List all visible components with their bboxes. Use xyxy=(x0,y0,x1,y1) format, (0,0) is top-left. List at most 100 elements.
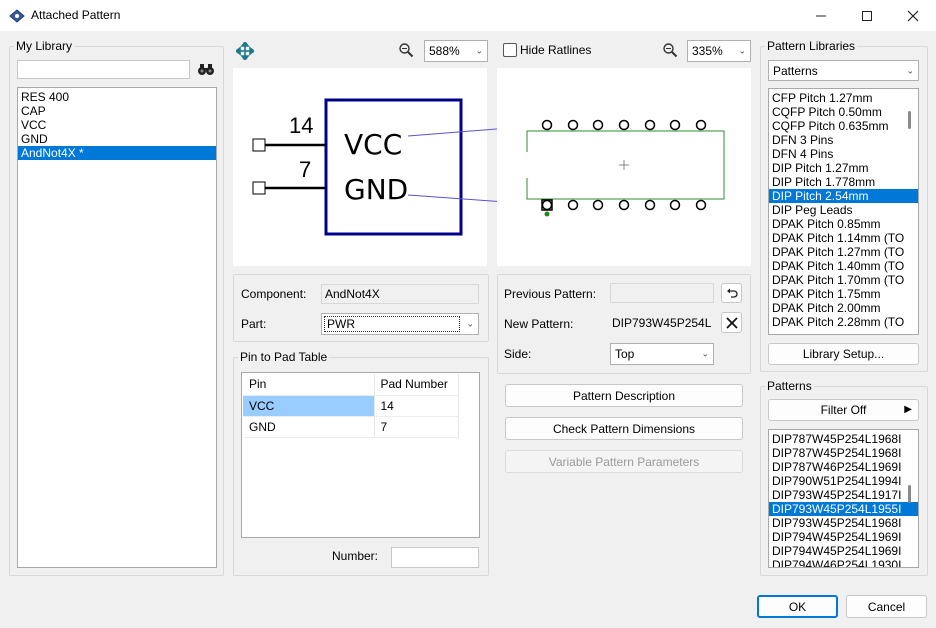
pattern-library-item[interactable]: DIP Pitch 1.778mm xyxy=(772,175,876,189)
ok-button[interactable]: OK xyxy=(757,595,838,618)
hide-ratlines-checkbox[interactable] xyxy=(503,43,517,57)
number-input[interactable] xyxy=(391,547,479,568)
pattern-library-item[interactable]: CFP Pitch 1.27mm xyxy=(772,91,873,105)
chevron-down-icon: ⌄ xyxy=(738,45,746,56)
component-value: AndNot4X xyxy=(325,287,380,301)
my-library-group xyxy=(9,46,224,576)
chevron-down-icon: ⌄ xyxy=(475,45,483,56)
clear-new-pattern-button[interactable] xyxy=(721,312,742,333)
pad-group xyxy=(541,119,707,211)
previous-pattern-field xyxy=(610,283,714,303)
pattern-library-item[interactable]: DPAK Pitch 1.40mm (TO xyxy=(772,259,905,273)
pattern-library-item[interactable]: DPAK Pitch 1.70mm (TO xyxy=(772,273,905,287)
pad-1-square xyxy=(541,199,553,211)
pattern-item[interactable]: DIP794W46P254L1930I xyxy=(772,558,902,568)
pattern-item[interactable]: DIP793W45P254L1917I xyxy=(772,488,902,502)
pattern-zoom-select[interactable]: 335% ⌄ xyxy=(687,40,751,62)
pattern-item[interactable]: DIP793W45P254L1968I xyxy=(772,516,902,530)
pattern-library-item[interactable]: DIP Pitch 2.54mm xyxy=(769,189,918,203)
pad xyxy=(567,119,579,131)
pattern-library-item[interactable]: DIP Peg Leads xyxy=(772,203,853,217)
pattern-item[interactable]: DIP794W45P254L1969I xyxy=(772,544,902,558)
column-header[interactable]: Pad Number xyxy=(374,374,459,396)
chevron-down-icon: ⌄ xyxy=(466,318,474,329)
side-select[interactable]: Top ⌄ xyxy=(610,343,714,365)
my-library-item[interactable]: CAP xyxy=(21,104,46,118)
part-select[interactable]: PWR ⌄ xyxy=(321,313,479,335)
move-icon xyxy=(234,40,256,62)
pad xyxy=(695,119,707,131)
restore-previous-button[interactable] xyxy=(721,283,742,303)
variable-pattern-parameters-button[interactable]: Variable Pattern Parameters xyxy=(505,450,743,473)
pad xyxy=(541,119,553,131)
my-library-item[interactable]: VCC xyxy=(21,118,47,132)
library-setup-button[interactable]: Library Setup... xyxy=(768,343,919,365)
pad xyxy=(618,119,630,131)
find-button[interactable] xyxy=(196,61,216,78)
pin-end-vcc xyxy=(252,138,266,152)
pad-number-cell[interactable]: 7 xyxy=(374,416,459,438)
pattern-library-item[interactable]: CQFP Pitch 0.635mm xyxy=(772,119,889,133)
pattern-item[interactable]: DIP790W51P254L1994I xyxy=(772,474,902,488)
cancel-button[interactable]: Cancel xyxy=(846,595,927,618)
pattern-library-item[interactable]: DIP Pitch 1.27mm xyxy=(772,161,869,175)
pad xyxy=(669,199,681,211)
maximize-button[interactable] xyxy=(844,0,890,31)
pattern-libraries-scrollbar[interactable] xyxy=(908,111,911,129)
pad xyxy=(592,199,604,211)
schematic-canvas[interactable]: 14 7 VCC GND xyxy=(233,68,487,266)
pin-cell[interactable]: VCC xyxy=(243,395,375,417)
pan-button[interactable] xyxy=(234,40,256,62)
schematic-zoom-value: 588% xyxy=(429,44,460,58)
pattern-item[interactable]: DIP793W45P254L1955I xyxy=(769,502,918,516)
my-library-item[interactable]: GND xyxy=(21,132,48,146)
schematic-zoom-icon xyxy=(398,42,414,61)
filter-button[interactable]: Filter Off ▶ xyxy=(768,399,919,421)
pattern-item[interactable]: DIP787W45P254L1968I xyxy=(772,446,902,460)
column-header[interactable]: Pin xyxy=(243,374,375,396)
pattern-libraries-select[interactable]: Patterns ⌄ xyxy=(768,60,919,81)
minimize-button[interactable] xyxy=(798,0,844,31)
pin-end-gnd xyxy=(252,181,266,195)
schematic-zoom-select[interactable]: 588% ⌄ xyxy=(424,40,488,62)
pattern-library-item[interactable]: DPAK Pitch 0.85mm xyxy=(772,217,881,231)
pattern-library-item[interactable]: DPAK Pitch 2.28mm (TO xyxy=(772,315,905,329)
pattern-library-item[interactable]: DPAK Pitch 1.75mm xyxy=(772,287,881,301)
footprint-outline xyxy=(526,130,725,200)
pin-cell[interactable]: GND xyxy=(243,416,375,438)
pattern-library-item[interactable]: DPAK Pitch 1.14mm (TO xyxy=(772,231,905,245)
pin-to-pad-label: Pin to Pad Table xyxy=(238,350,330,364)
check-pattern-dimensions-button[interactable]: Check Pattern Dimensions xyxy=(505,417,743,440)
pattern-library-item[interactable]: DFN 4 Pins xyxy=(772,147,834,161)
pattern-library-item[interactable]: CQFP Pitch 0.50mm xyxy=(772,105,882,119)
component-group xyxy=(233,274,489,342)
patterns-scrollbar[interactable] xyxy=(908,485,911,503)
pad xyxy=(618,199,630,211)
pattern-canvas[interactable] xyxy=(497,68,751,266)
title-bar xyxy=(0,0,936,31)
pin-to-pad-group xyxy=(233,357,489,576)
number-label: Number: xyxy=(332,549,379,563)
close-button[interactable] xyxy=(890,0,936,31)
pattern-library-item[interactable]: DPAK Pitch 2.00mm xyxy=(772,301,881,315)
hide-ratlines-label: Hide Ratlines xyxy=(520,43,592,57)
pattern-library-item[interactable]: DFN 3 Pins xyxy=(772,133,834,147)
library-search-input[interactable] xyxy=(17,60,190,79)
pad xyxy=(695,199,707,211)
my-library-item[interactable]: RES 400 xyxy=(21,90,70,104)
pattern-item[interactable]: DIP787W45P254L1968I xyxy=(772,432,902,446)
pattern-description-button[interactable]: Pattern Description xyxy=(505,384,743,407)
pattern-library-item[interactable]: DPAK Pitch 1.27mm (TO xyxy=(772,245,905,259)
pad-number-cell[interactable]: 14 xyxy=(374,395,459,417)
pad xyxy=(592,119,604,131)
pattern-item[interactable]: DIP794W45P254L1969I xyxy=(772,530,902,544)
pattern-item[interactable]: DIP787W46P254L1969I xyxy=(772,460,902,474)
my-library-item[interactable]: AndNot4X * xyxy=(18,146,216,160)
window-title: Attached Pattern xyxy=(31,8,121,22)
